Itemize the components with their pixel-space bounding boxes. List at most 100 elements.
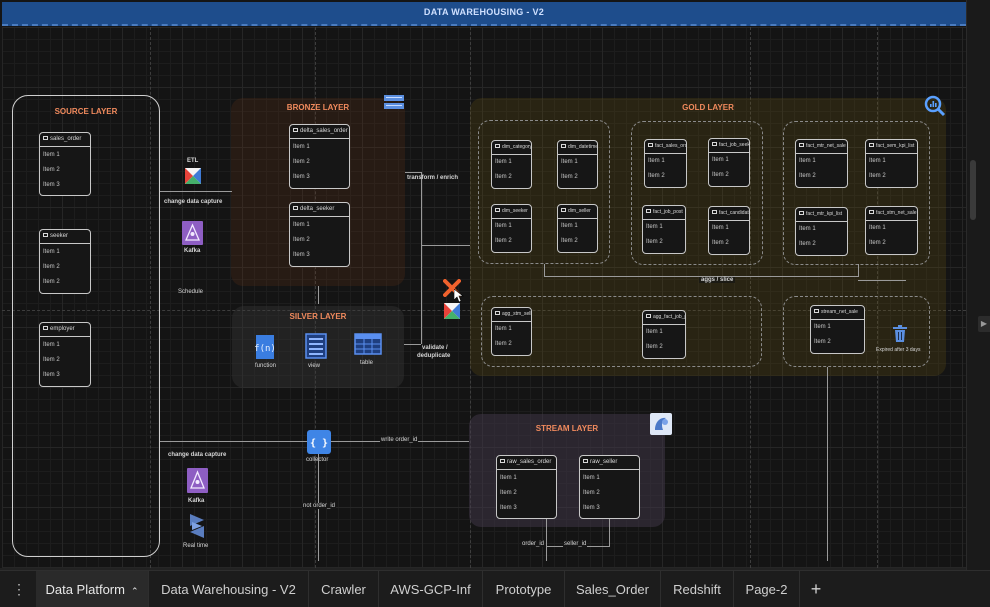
source-table-sales-order[interactable]: sales_order Item 1 Item 2 Item 3 (39, 132, 91, 196)
table-row: Item 2 (799, 173, 816, 179)
table-row: Item 1 (799, 226, 816, 232)
gold-fact-group[interactable] (631, 121, 763, 265)
gold-table-dim-datetime[interactable]: dim_datetime Item 1 Item 2 (557, 140, 598, 189)
tab-aws-gcp-inf[interactable]: AWS-GCP-Inf (379, 571, 483, 607)
stream-net-sale-table[interactable]: stream_net_sale Item 1 Item 2 (810, 305, 865, 354)
tab-data-platform[interactable]: Data Platform⌃ (36, 571, 149, 607)
gold-agg-group[interactable] (783, 121, 930, 265)
gold-table-dim-seller[interactable]: dim_seller Item 1 Item 2 (557, 204, 598, 253)
table-row: Item 2 (495, 174, 512, 180)
diagram-canvas[interactable]: SOURCE LAYER BRONZE LAYER SILVER LAYER G… (2, 27, 966, 568)
source-table-seeker[interactable]: seeker Item 1 Item 2 Item 2 (39, 229, 91, 294)
delete-icon[interactable] (893, 325, 907, 342)
bronze-table-delta-sales-order[interactable]: delta_sales_order Item 1 Item 2 Item 3 (289, 124, 350, 189)
stream-table-raw-seller[interactable]: raw_seller Item 1 Item 2 Item 3 (579, 455, 640, 519)
kafka-icon[interactable] (187, 468, 208, 493)
table-row: Item 1 (646, 224, 663, 230)
table-row: Item 1 (293, 222, 310, 228)
edge-cdc (160, 441, 308, 442)
edge-realtime (827, 367, 828, 561)
table-icon (293, 128, 298, 132)
table-row: Item 1 (712, 157, 729, 163)
table-row: Item 1 (646, 329, 663, 335)
gold-table-fact-sem-kpi-list[interactable]: fact_sem_kpi_list Item 1 Item 2 (865, 139, 918, 188)
table-icon (500, 459, 505, 463)
table-row: Item 2 (561, 174, 578, 180)
table-name: sales_order (50, 136, 82, 142)
cdc-label: change data capture (164, 199, 223, 205)
vertical-scrollbar[interactable] (966, 0, 990, 570)
gold-lower-group[interactable] (481, 296, 762, 367)
gold-table-agg-stm-seller[interactable]: agg_stm_seller Item 1 Item 2 (491, 307, 532, 356)
realtime-stream-icon[interactable] (186, 514, 208, 539)
table-row: Item 1 (43, 249, 60, 255)
add-page-icon[interactable]: + (810, 579, 822, 599)
tab-prototype[interactable]: Prototype (483, 571, 565, 607)
table-icon (814, 309, 819, 313)
gold-table-fact-stm-net-sale[interactable]: fact_stm_net_sale Item 1 Item 2 (865, 206, 918, 255)
collector-icon[interactable]: { } (307, 430, 331, 454)
source-layer-title: SOURCE LAYER (54, 107, 118, 116)
table-name: dim_seeker (502, 208, 528, 214)
pages-menu-icon[interactable]: ⋮ (12, 581, 26, 597)
etl-connector-icon[interactable] (444, 303, 460, 319)
deduplicate-label: deduplicate (417, 353, 451, 359)
gold-layer-title: GOLD LAYER (682, 103, 734, 112)
tab-label: Sales_Order (576, 582, 649, 597)
table-row: Item 2 (712, 240, 729, 246)
table-icon (495, 311, 500, 315)
gold-table-fact-mtr-kpi-list[interactable]: fact_mtr_kpi_list Item 1 Item 2 (795, 207, 848, 256)
etl-connector-icon[interactable] (185, 168, 201, 184)
gold-dim-group[interactable] (478, 120, 610, 264)
bronze-table-delta-seeker[interactable]: delta_seeker Item 1 Item 2 Item 3 (289, 202, 350, 267)
tab-data-warehousing-v2[interactable]: Data Warehousing - V2 (149, 571, 309, 607)
panel-toggle-icon[interactable]: ▶ (978, 316, 990, 332)
storage-icon[interactable] (384, 95, 404, 109)
table-row: Item 1 (561, 159, 578, 165)
tab-redshift[interactable]: Redshift (661, 571, 734, 607)
pubsub-icon[interactable] (650, 413, 672, 435)
edge-stream-net (858, 280, 906, 281)
source-layer[interactable]: SOURCE LAYER (12, 95, 160, 557)
edge-transform-v (421, 172, 422, 344)
table-icon[interactable] (354, 333, 382, 355)
stream-net-group[interactable] (783, 296, 930, 367)
table-name: fact_job_seeker (719, 142, 749, 148)
table-name: agg_stm_seller (502, 311, 531, 317)
table-row: Item 1 (583, 475, 600, 481)
table-name: fact_sales_order (655, 143, 686, 149)
table-name: fact_mtr_net_sale (806, 143, 846, 149)
kafka2-label: Kafka (188, 498, 205, 504)
table-name: fact_candidate (719, 210, 749, 216)
table-icon (646, 209, 651, 213)
gold-table-dim-category[interactable]: dim_category Item 1 Item 2 (491, 140, 532, 189)
gold-table-fact-candidate[interactable]: fact_candidate Item 1 Item 2 (708, 206, 750, 255)
gold-table-agg-fact-job-post[interactable]: agg_fact_job_post Item 1 Item 2 (642, 310, 686, 359)
table-icon (293, 206, 298, 210)
table-row: Item 2 (495, 238, 512, 244)
chevron-up-icon[interactable]: ⌃ (130, 586, 139, 596)
edge-seller-id-v (609, 519, 610, 546)
function-icon[interactable]: f(n) (253, 333, 277, 361)
edge-validate (404, 344, 421, 345)
gold-table-fact-sales-order[interactable]: fact_sales_order Item 1 Item 2 (644, 139, 687, 188)
tab-page-2[interactable]: Page-2 (734, 571, 800, 607)
table-row: Item 2 (646, 344, 663, 350)
tab-sales-order[interactable]: Sales_Order (565, 571, 661, 607)
source-table-employer[interactable]: employer Item 1 Item 2 Item 3 (39, 322, 91, 387)
stream-table-raw-sales-order[interactable]: raw_sales_order Item 1 Item 2 Item 3 (496, 455, 557, 519)
table-icon (712, 210, 717, 214)
gold-table-dim-seeker[interactable]: dim_seeker Item 1 Item 2 (491, 204, 532, 253)
tab-crawler[interactable]: Crawler (309, 571, 379, 607)
page-break-line (2, 310, 966, 311)
gold-table-fact-job-post[interactable]: fact_job_post Item 1 Item 2 (642, 205, 686, 254)
scrollbar-thumb[interactable] (970, 160, 976, 220)
horizontal-scrollbar[interactable] (0, 568, 966, 570)
table-name: fact_stm_net_sale (876, 210, 917, 216)
gold-table-fact-mtr-net-sale[interactable]: fact_mtr_net_sale Item 1 Item 2 (795, 139, 848, 188)
kafka-icon[interactable] (182, 221, 203, 245)
view-icon[interactable] (305, 333, 327, 359)
gold-table-fact-job-seeker[interactable]: fact_job_seeker Item 1 Item 2 (708, 138, 750, 187)
bigquery-icon[interactable] (924, 95, 946, 117)
